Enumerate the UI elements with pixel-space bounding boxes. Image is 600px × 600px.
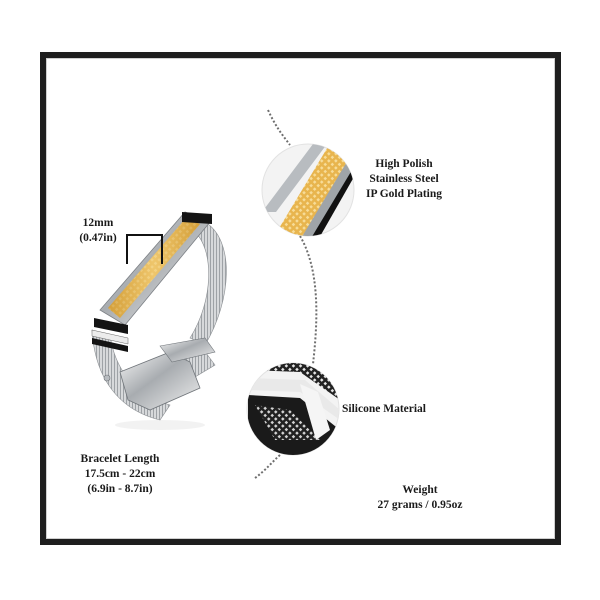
material-line-3: IP Gold Plating <box>365 188 443 200</box>
length-label: Bracelet Length 17.5cm - 22cm (6.9in - 8… <box>60 452 180 497</box>
material-line-1: High Polish <box>375 158 433 170</box>
weight-label: Weight 27 grams / 0.95oz <box>355 483 485 513</box>
silicone-label: Silicone Material <box>342 402 438 417</box>
callout-dotted-line <box>254 109 318 479</box>
gold-plating-closeup-icon <box>261 143 355 237</box>
material-plating-label: High Polish Stainless Steel IP Gold Plat… <box>352 157 456 202</box>
material-line-2: Stainless Steel <box>369 173 439 185</box>
width-label: 12mm (0.47in) <box>68 216 128 246</box>
weight-value: 27 grams / 0.95oz <box>377 499 463 511</box>
width-in: (0.47in) <box>79 232 117 244</box>
length-title: Bracelet Length <box>80 453 160 465</box>
bracelet-image <box>91 211 227 430</box>
length-in: (6.9in - 8.7in) <box>87 483 153 495</box>
silicone-closeup-icon <box>246 362 340 456</box>
silicone-text: Silicone Material <box>342 403 426 415</box>
weight-title: Weight <box>402 484 438 496</box>
width-mm: 12mm <box>82 217 114 229</box>
length-cm: 17.5cm - 22cm <box>84 468 156 480</box>
width-measure-bracket <box>126 234 163 264</box>
